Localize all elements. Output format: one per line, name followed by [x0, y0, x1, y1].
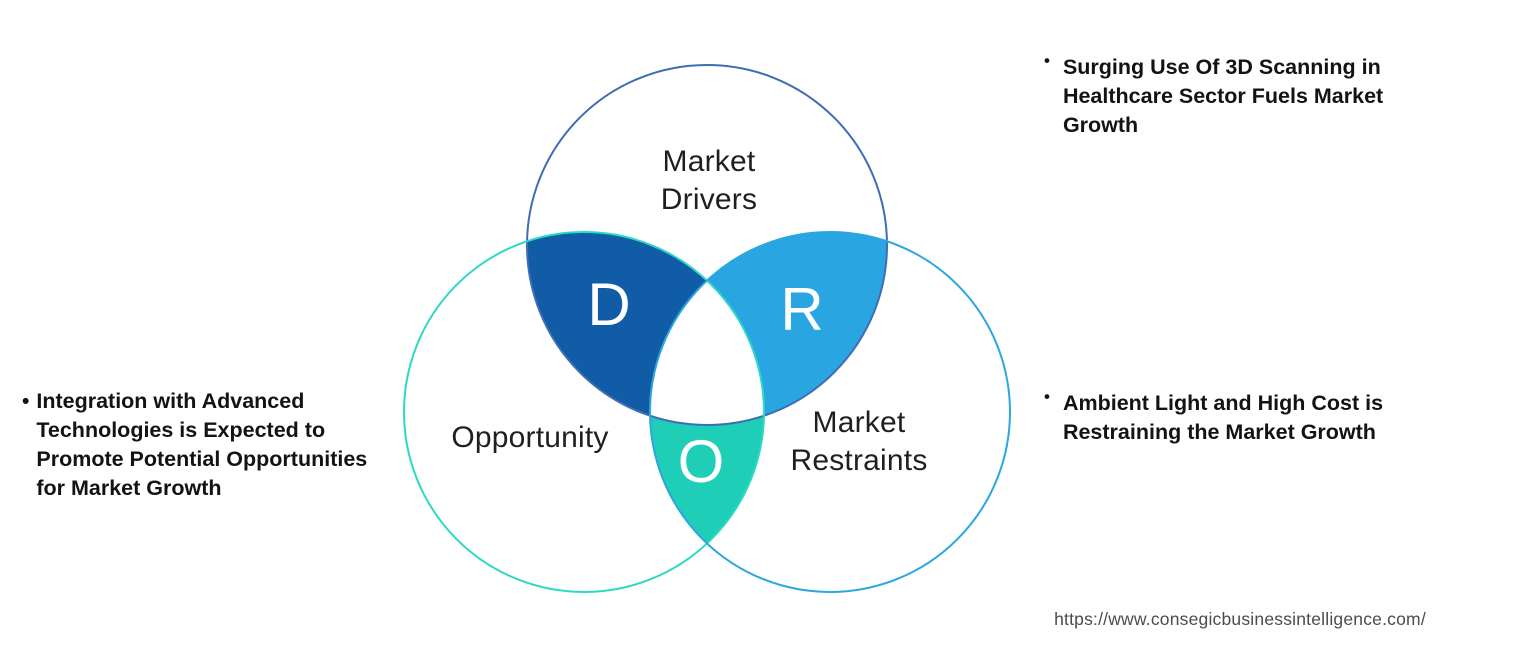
restraints-label: Market Restraints [790, 406, 928, 477]
restraints-overlap-letter: R [780, 276, 824, 343]
drivers-annotation: • Surging Use Of 3D Scanning in Healthca… [1044, 51, 1464, 140]
restraints-circle [649, 231, 1011, 593]
drivers-circle [526, 64, 888, 426]
bullet-icon: • [1044, 51, 1050, 70]
opportunity-overlap-letter: O [677, 428, 725, 495]
opportunity-annotation: • Integration with Advanced Technologies… [22, 387, 410, 503]
bullet-icon: • [1044, 387, 1050, 406]
drivers-label: Market Drivers [660, 145, 758, 216]
restraints-annotation: • Ambient Light and High Cost is Restrai… [1044, 387, 1464, 447]
restraints-annotation-text: Ambient Light and High Cost is Restraini… [1062, 391, 1384, 444]
bullet-icon: • [22, 390, 30, 413]
opportunity-label: Opportunity [451, 421, 609, 454]
source-url: https://www.consegicbusinessintelligence… [1054, 609, 1426, 629]
drivers-overlap-letter: D [587, 271, 631, 338]
drivers-annotation-text: Surging Use Of 3D Scanning in Healthcare… [1062, 55, 1384, 137]
opportunity-annotation-text: Integration with Advanced Technologies i… [36, 389, 368, 500]
opportunity-circle [403, 231, 765, 593]
